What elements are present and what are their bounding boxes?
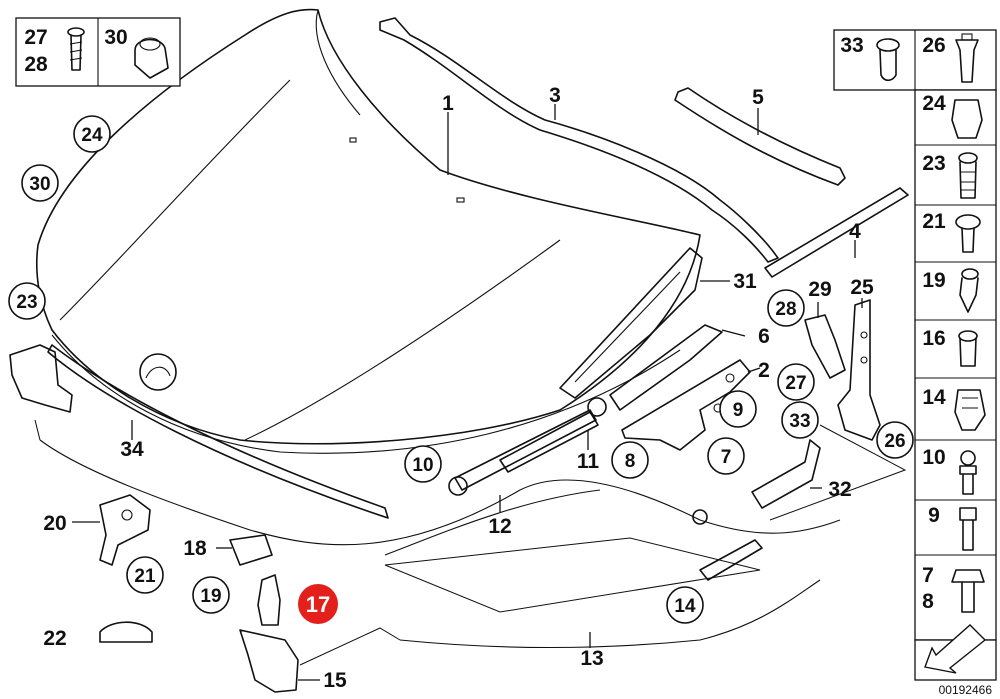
latch-left-top [9,344,73,413]
callout-29: 29 [808,278,831,301]
push-rivet-icon [958,152,978,199]
callout-3: 3 [549,84,561,107]
bracket-6 [609,324,723,411]
plug-icon [959,268,979,313]
box-label-33: 33 [840,34,863,57]
callout-6: 6 [758,325,770,348]
leader-lines [72,104,863,681]
bracket-32 [751,439,821,509]
screw-icon [67,27,85,71]
part-17 [257,574,281,626]
column-label-21: 21 [922,210,946,233]
bowden-cable [39,439,841,546]
fastener-box-top-right: 33 26 [833,29,997,91]
callout-13: 13 [580,647,603,670]
column-label-7: 7 [922,564,934,587]
part-22 [99,621,153,643]
callout-7: 7 [721,447,732,468]
callout-10: 10 [412,455,433,476]
direction-arrow-icon [924,624,987,674]
column-label-19: 19 [922,269,945,292]
part-29 [804,314,846,379]
fastener-box-top-left: 27 28 30 [15,17,181,87]
hinge-25 [837,299,881,441]
callout-26: 26 [884,431,905,452]
grommet-icon [876,38,900,82]
orientation-arrow-box [914,624,997,681]
release-lever [699,539,763,581]
part-18 [229,534,273,566]
expansion-nut-icon [955,33,979,83]
callout-4: 4 [849,220,861,243]
bolt-16-icon [958,330,978,367]
ball-stud-icon [959,450,977,495]
callout-2: 2 [758,359,770,382]
callout-28: 28 [775,299,796,320]
callout-31: 31 [733,270,757,293]
hex-bolt-icon [951,569,985,613]
callout-17-highlighted: 17 [306,592,330,617]
callout-34: 34 [120,438,144,461]
callout-21: 21 [134,566,156,587]
hood-panel [35,8,701,454]
callout-24: 24 [81,125,103,146]
diagram-code: 00192466 [939,683,993,697]
clip-icon [134,37,169,79]
callout-numbers: 1 3 5 4 31 6 2 25 11 12 13 15 18 20 34 3… [43,84,874,692]
seal-5 [674,87,846,186]
callout-12: 12 [488,515,511,538]
strip-31 [559,247,703,399]
callout-15: 15 [323,669,347,692]
lock-15 [239,629,299,693]
box-label-26: 26 [922,34,945,57]
gas-strut [448,397,607,496]
clip-nut-icon [951,99,983,139]
box-label-30: 30 [104,26,127,49]
callout-8: 8 [625,451,636,472]
callout-30: 30 [29,174,50,195]
callout-33: 33 [789,411,810,432]
column-label-9: 9 [928,504,940,527]
column-label-8: 8 [922,590,934,613]
seal-3 [379,17,779,263]
clip-21-icon [955,214,981,253]
callout-32: 32 [828,478,851,501]
column-label-10: 10 [922,446,945,469]
callout-5: 5 [752,86,764,109]
callout-9: 9 [733,400,744,421]
box-label-28: 28 [24,53,48,76]
callout-19: 19 [200,586,221,607]
callout-20: 20 [43,512,66,535]
hood-seal [47,344,389,519]
callout-1: 1 [442,92,454,115]
hinge-2 [621,359,751,451]
fastener-column: 24 23 21 19 16 14 10 [914,89,997,641]
column-label-14: 14 [922,386,946,409]
callout-27: 27 [785,373,806,394]
callout-22: 22 [43,627,66,650]
clamp-icon [954,389,986,431]
callout-23: 23 [16,292,37,313]
column-label-23: 23 [922,152,945,175]
callout-18: 18 [183,537,207,560]
callout-25: 25 [850,276,874,299]
column-label-16: 16 [922,327,945,350]
box-label-27: 27 [24,26,47,49]
stud-icon [959,507,977,551]
column-label-24: 24 [922,92,946,115]
safety-hook [99,494,151,566]
seal-4 [764,187,909,278]
callout-11: 11 [577,450,600,473]
callout-14: 14 [674,596,696,617]
circled-callouts: 24 30 23 28 27 9 33 26 7 8 10 21 19 14 1… [8,115,914,624]
